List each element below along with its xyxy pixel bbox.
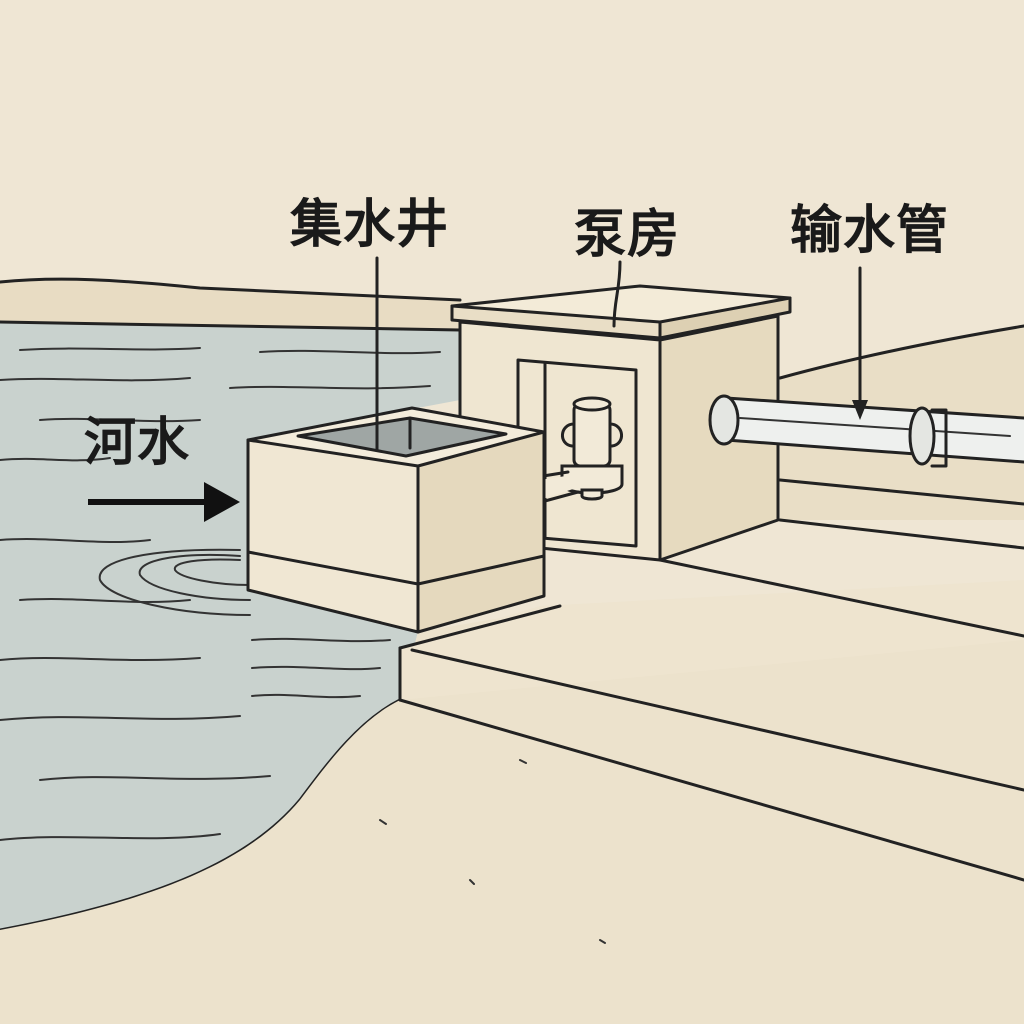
- ground-specks: [379, 759, 606, 944]
- river-flow-arrow: [88, 482, 240, 522]
- terrace-edge: [778, 518, 1024, 550]
- pump-house-label: 泵房: [574, 205, 681, 265]
- pump-leader-line: [612, 260, 622, 328]
- collection-well-label: 集水井: [290, 195, 450, 255]
- far-bank: [0, 279, 460, 330]
- platform-edge-1: [398, 604, 562, 650]
- platform-front-edge: [398, 698, 1024, 882]
- transmission-pipe-shape: [708, 394, 1024, 468]
- ground: [0, 608, 1024, 1024]
- collection-well: [246, 406, 546, 634]
- platform-back-edge: [658, 558, 1024, 638]
- pipe-leader-arrowhead: [852, 400, 868, 420]
- pump: [560, 396, 624, 501]
- right-hill-outline: [778, 324, 1024, 380]
- water-ripples: [0, 347, 441, 841]
- platform-step-edge: [410, 648, 1024, 792]
- river-water-label: 河水: [84, 413, 191, 473]
- transmission-pipe-label: 输水管: [790, 201, 950, 261]
- terrace-edge-2: [778, 478, 1024, 506]
- river-far-edge: [0, 320, 462, 332]
- platform-top: [400, 580, 1024, 700]
